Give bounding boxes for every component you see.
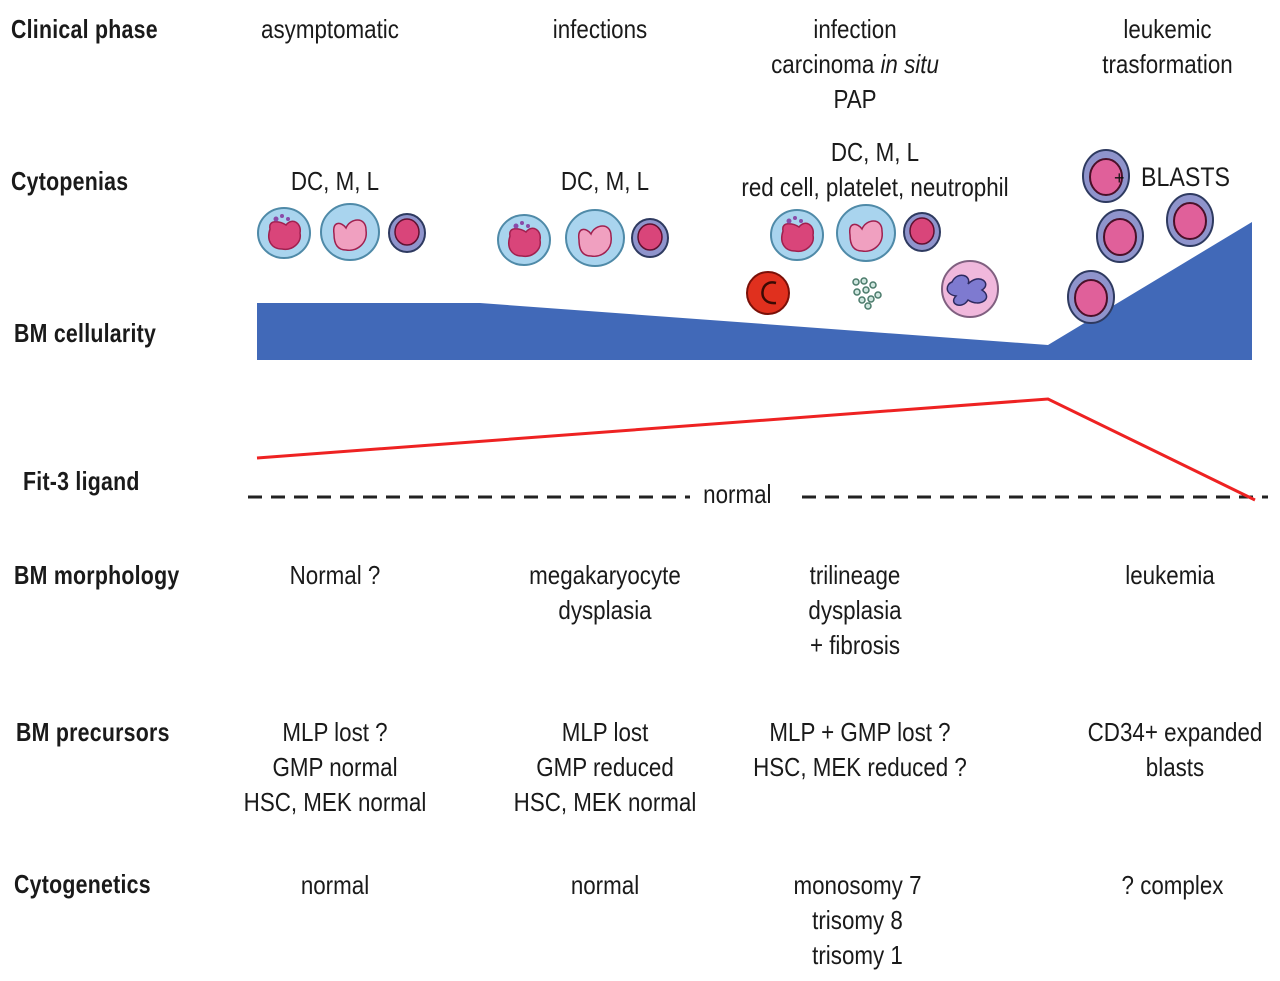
clinical-phase-infection-cis-pap: infection carcinoma in situ PAP xyxy=(771,14,939,114)
cytopenias-col1: DC, M, L xyxy=(290,166,380,196)
bm-cellularity-area xyxy=(257,222,1252,360)
monocyte-icon xyxy=(565,209,625,267)
row-label-cytogenetics: Cytogenetics xyxy=(14,869,151,899)
row-label-bm-cellularity: BM cellularity xyxy=(14,318,157,348)
monocyte-icon xyxy=(320,203,380,261)
lymphocyte-icon xyxy=(903,212,941,252)
bm-morphology-col2: megakaryocyte dysplasia xyxy=(529,560,681,625)
cytogenetics-col4: ? complex xyxy=(1121,870,1224,900)
blast-cell-icon xyxy=(1096,209,1144,263)
row-label-flt3-ligand: Fit-3 ligand xyxy=(23,466,140,496)
cytogenetics-col2: normal xyxy=(570,870,640,900)
clinical-phase-asymptomatic: asymptomatic xyxy=(261,14,399,44)
svg-text:+: + xyxy=(1114,168,1125,188)
dendritic-cell-icon xyxy=(497,214,551,266)
blast-cell-icon xyxy=(1067,270,1115,324)
cytogenetics-col1: normal xyxy=(300,870,370,900)
cytopenias-col3: DC, M, L red cell, platelet, neutrophil xyxy=(741,137,1009,202)
monocyte-icon xyxy=(836,204,896,262)
bm-precursors-col2: MLP lost GMP reduced HSC, MEK normal xyxy=(513,717,697,817)
dendritic-cell-icon xyxy=(257,207,311,259)
neutrophil-icon xyxy=(941,260,999,318)
bm-morphology-col4: leukemia xyxy=(1125,560,1215,590)
bm-precursors-col1: MLP lost ? GMP normal HSC, MEK normal xyxy=(243,717,427,817)
cytopenias-col2: DC, M, L xyxy=(560,166,650,196)
bm-morphology-col3: trilineage dysplasia + fibrosis xyxy=(808,560,902,660)
lymphocyte-icon xyxy=(631,218,669,258)
bm-precursors-col3: MLP + GMP lost ? HSC, MEK reduced ? xyxy=(753,717,967,782)
cytogenetics-col3: monosomy 7 trisomy 8 trisomy 1 xyxy=(793,870,922,970)
flt3-ligand-line xyxy=(256,397,1256,502)
blast-cell-icon xyxy=(1166,193,1214,247)
blasts-label: BLASTS xyxy=(1141,162,1231,192)
row-label-clinical-phase: Clinical phase xyxy=(11,14,158,44)
red-cell-icon xyxy=(746,271,790,315)
clinical-phase-infections: infections xyxy=(552,14,648,44)
clinical-phase-leukemic: leukemic trasformation xyxy=(1102,14,1233,79)
bm-morphology-col1: Normal ? xyxy=(289,560,381,590)
platelets-icon xyxy=(852,277,882,310)
flt3-normal-label: normal xyxy=(698,479,777,510)
row-label-bm-morphology: BM morphology xyxy=(14,560,180,590)
lymphocyte-icon xyxy=(388,213,426,253)
row-label-bm-precursors: BM precursors xyxy=(16,717,170,747)
dendritic-cell-icon xyxy=(770,209,824,261)
row-label-cytopenias: Cytopenias xyxy=(11,166,129,196)
bm-precursors-col4: CD34+ expanded blasts xyxy=(1087,717,1263,782)
